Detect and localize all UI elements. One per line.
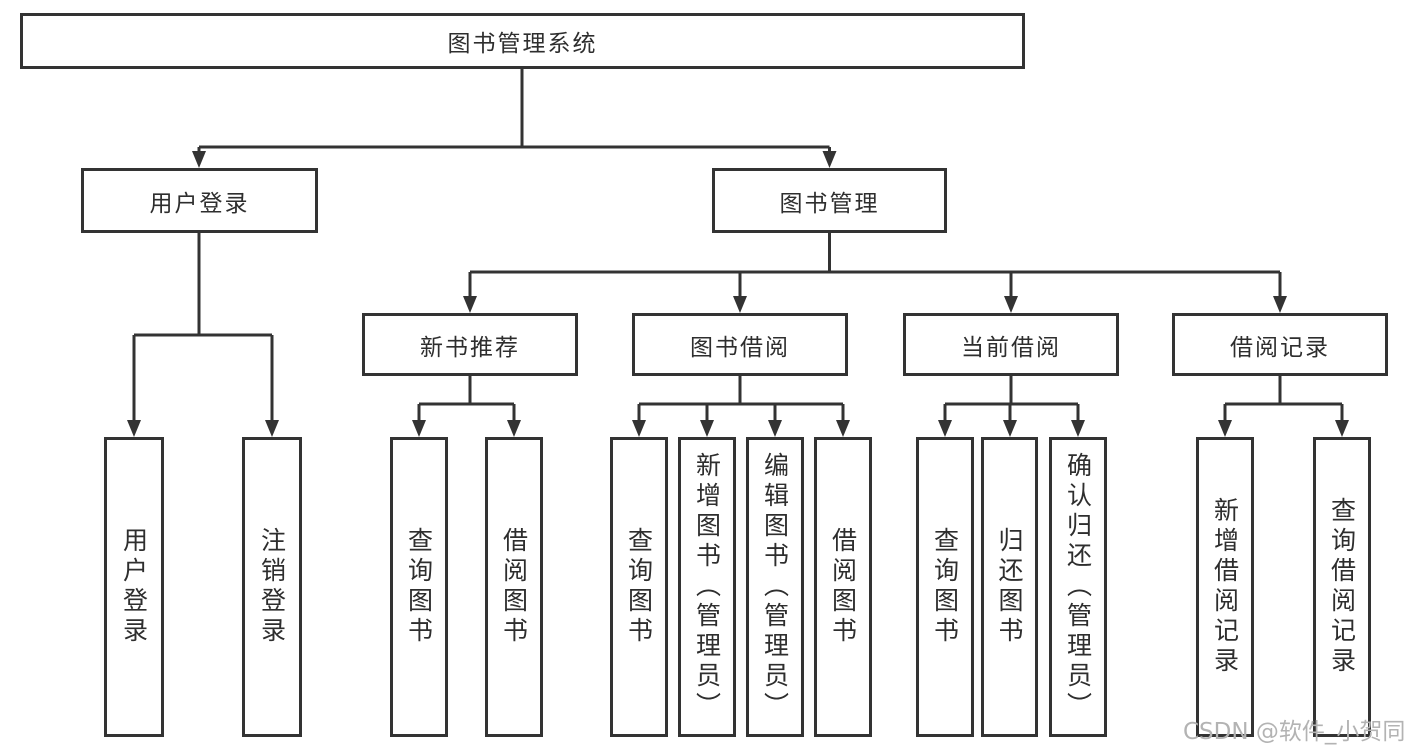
leaf-query-books-current: 查询图书	[916, 437, 974, 737]
leaf-query-books-borrow-label: 查询图书	[624, 527, 654, 647]
node-book-management-label: 图书管理	[779, 190, 880, 217]
node-new-book-recommend-label: 新书推荐	[420, 334, 520, 361]
node-user-login: 用户登录	[81, 168, 318, 233]
leaf-add-books-admin-label: 新增图书（管理员）	[692, 452, 722, 722]
watermark: CSDN @软件_小贺同学	[1183, 719, 1405, 745]
leaf-confirm-return-admin-label: 确认归还（管理员）	[1063, 452, 1093, 722]
node-library-system-label: 图书管理系统	[447, 31, 598, 57]
leaf-user-login-label: 用户登录	[119, 527, 149, 647]
leaf-confirm-return-admin: 确认归还（管理员）	[1049, 437, 1107, 737]
leaf-add-borrow-record-label: 新增借阅记录	[1210, 497, 1240, 677]
leaf-edit-books-admin-label: 编辑图书（管理员）	[760, 452, 790, 722]
leaf-logout: 注销登录	[242, 437, 302, 737]
node-book-borrowing-label: 图书借阅	[690, 334, 790, 361]
leaf-logout-label: 注销登录	[257, 527, 287, 647]
node-library-system: 图书管理系统	[20, 13, 1025, 69]
leaf-query-books-recommend: 查询图书	[390, 437, 448, 737]
leaf-query-books-current-label: 查询图书	[930, 527, 960, 647]
leaf-borrow-books-recommend: 借阅图书	[485, 437, 543, 737]
leaf-user-login: 用户登录	[104, 437, 164, 737]
leaf-query-books-borrow: 查询图书	[610, 437, 668, 737]
leaf-return-books: 归还图书	[981, 437, 1038, 737]
leaf-add-books-admin: 新增图书（管理员）	[678, 437, 736, 737]
node-borrowing-records-label: 借阅记录	[1230, 334, 1330, 361]
leaf-borrow-books-label: 借阅图书	[828, 527, 858, 647]
node-new-book-recommend: 新书推荐	[362, 313, 578, 376]
leaf-borrow-books-recommend-label: 借阅图书	[499, 527, 529, 647]
node-current-borrowing-label: 当前借阅	[961, 334, 1061, 361]
leaf-add-borrow-record: 新增借阅记录	[1196, 437, 1254, 737]
leaf-edit-books-admin: 编辑图书（管理员）	[746, 437, 804, 737]
leaf-return-books-label: 归还图书	[995, 527, 1024, 647]
leaf-query-borrow-record: 查询借阅记录	[1313, 437, 1371, 737]
node-book-management: 图书管理	[712, 168, 947, 233]
leaf-query-borrow-record-label: 查询借阅记录	[1327, 497, 1357, 677]
node-current-borrowing: 当前借阅	[903, 313, 1119, 376]
node-book-borrowing: 图书借阅	[632, 313, 848, 376]
node-borrowing-records: 借阅记录	[1172, 313, 1388, 376]
node-user-login-label: 用户登录	[149, 190, 250, 217]
leaf-query-books-recommend-label: 查询图书	[404, 527, 434, 647]
leaf-borrow-books: 借阅图书	[814, 437, 872, 737]
